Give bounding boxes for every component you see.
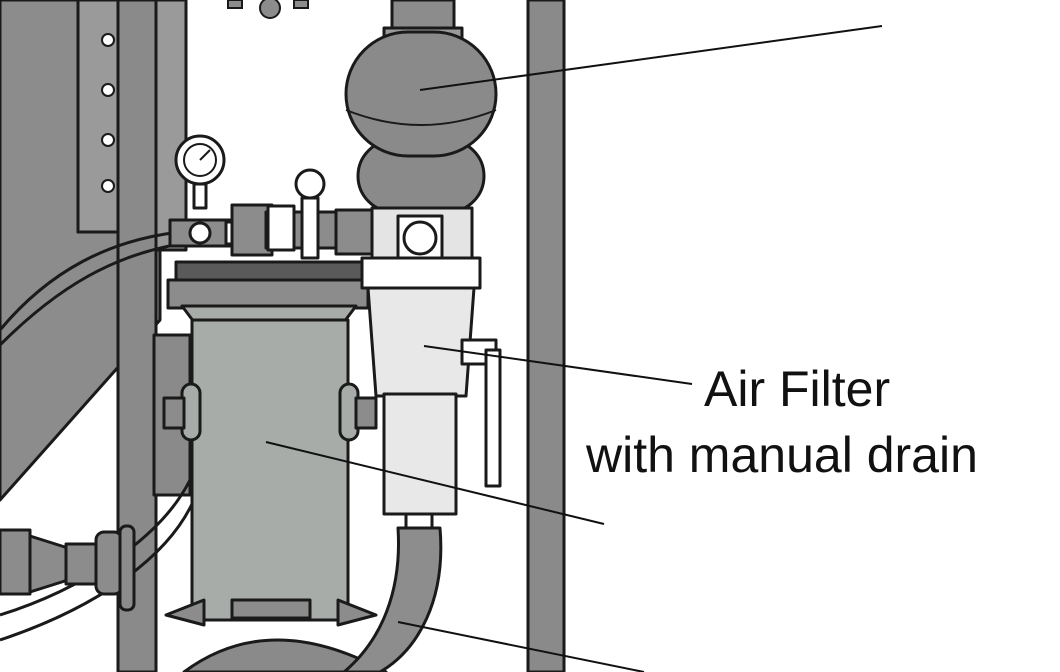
leader-hose	[397, 621, 645, 672]
left-coupling	[0, 524, 136, 612]
air-filter-callout: Air Filter with manual drain	[586, 356, 1056, 488]
leader-silencer	[419, 25, 883, 91]
frame-post-right	[526, 0, 566, 672]
silencer	[344, 0, 498, 214]
leader-lines	[265, 25, 883, 672]
leader-tank	[265, 441, 605, 525]
air-filter	[360, 206, 502, 552]
pressure-gauge	[174, 134, 226, 210]
metering-hose	[342, 526, 443, 672]
top-fittings	[227, 0, 309, 19]
callout-line-2: with manual drain	[586, 427, 978, 483]
leader-air-filter	[423, 345, 693, 385]
pressure-tank	[162, 260, 378, 627]
valve-cluster	[168, 168, 378, 260]
callout-line-1: Air Filter	[704, 361, 891, 417]
